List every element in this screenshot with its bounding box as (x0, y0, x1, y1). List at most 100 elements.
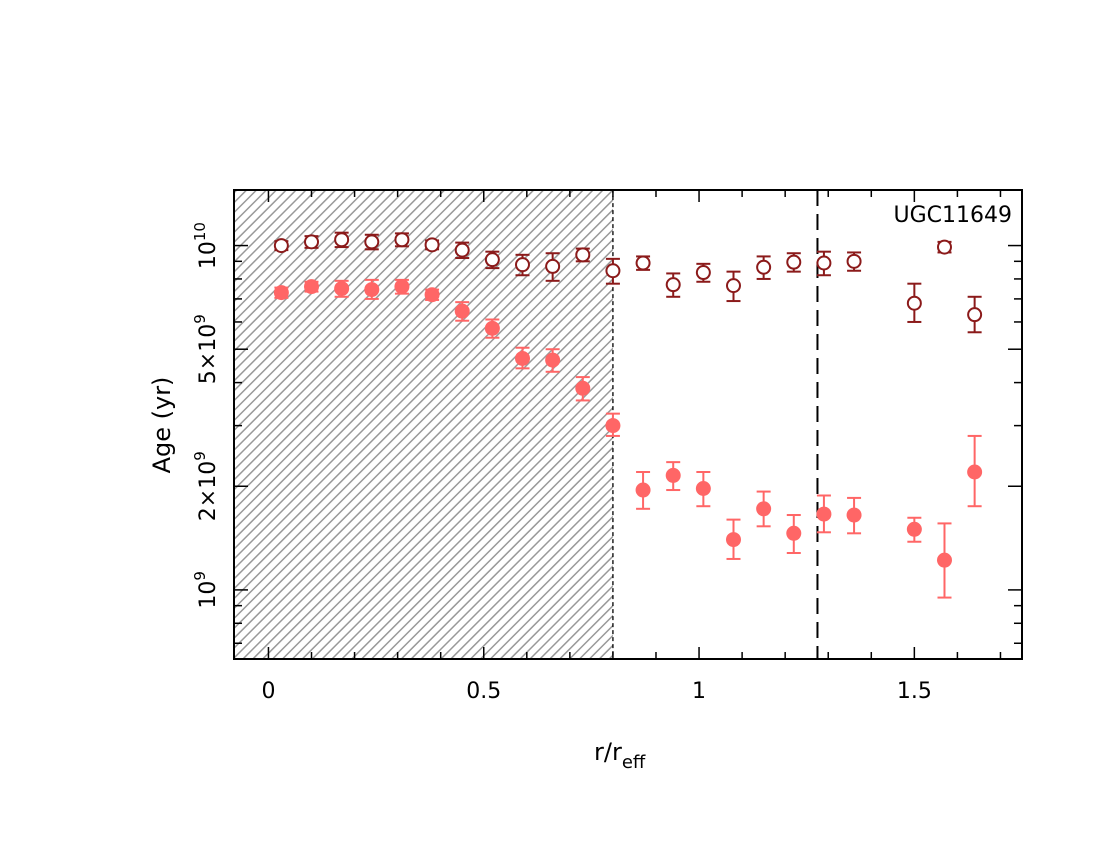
y-tick-label-exponent: 9 (191, 451, 209, 461)
data-point-open (364, 233, 380, 251)
data-point-filled (605, 412, 621, 437)
marker-filled-circle (665, 467, 681, 483)
marker-filled-circle (967, 464, 983, 480)
data-point-filled (786, 514, 802, 554)
data-point-open (515, 253, 531, 277)
marker-open-circle (515, 257, 531, 273)
marker-filled-circle (756, 501, 772, 517)
marker-open-circle (424, 237, 440, 253)
data-point-open (334, 231, 350, 249)
marker-filled-circle (635, 482, 651, 498)
marker-open-circle (816, 255, 832, 271)
marker-open-circle (665, 277, 681, 293)
marker-filled-circle (575, 380, 591, 396)
data-point-open (786, 252, 802, 273)
marker-open-circle (906, 295, 922, 311)
data-point-open (424, 237, 440, 253)
data-point-filled (906, 516, 922, 543)
marker-open-circle (545, 258, 561, 274)
y-tick-label-exponent: 10 (191, 222, 209, 241)
marker-open-circle (695, 265, 711, 281)
marker-filled-circle (695, 481, 711, 497)
marker-filled-circle (334, 281, 350, 297)
data-point-open (605, 257, 621, 285)
marker-open-circle (334, 232, 350, 248)
marker-open-circle (575, 247, 591, 263)
data-point-open (816, 250, 832, 277)
x-tick-label: 0 (261, 679, 275, 704)
marker-filled-circle (484, 320, 500, 336)
data-point-open (695, 262, 711, 283)
y-tick-label-exponent: 9 (191, 314, 209, 324)
marker-open-circle (605, 263, 621, 279)
data-point-filled (364, 278, 380, 300)
data-point-open (665, 272, 681, 298)
x-axis-label: r/reff (594, 738, 646, 773)
marker-open-circle (454, 242, 470, 258)
data-point-open (936, 239, 952, 255)
marker-open-circle (635, 255, 651, 271)
data-point-filled (334, 279, 350, 298)
data-point-filled (665, 461, 681, 492)
marker-filled-circle (273, 285, 289, 301)
marker-filled-circle (424, 287, 440, 303)
data-point-filled (725, 518, 741, 560)
y-tick-label: 5×109 (191, 314, 221, 384)
marker-filled-circle (454, 303, 470, 319)
data-point-filled (424, 287, 440, 303)
data-point-open (967, 295, 983, 334)
marker-open-circle (725, 278, 741, 294)
marker-open-circle (304, 234, 320, 250)
y-tick-label: 109 (191, 571, 221, 609)
data-point-open (575, 247, 591, 263)
data-point-open (454, 241, 470, 260)
x-axis-label-main: r/r (594, 738, 622, 766)
x-axis-label-subscript: eff (622, 752, 646, 773)
data-layer (273, 231, 983, 599)
marker-open-circle (364, 234, 380, 250)
x-tick-label: 1.5 (897, 679, 932, 704)
marker-open-circle (846, 253, 862, 269)
marker-open-circle (786, 254, 802, 270)
y-tick-label: 2×109 (191, 451, 221, 521)
data-point-filled (273, 285, 289, 301)
data-point-filled (454, 301, 470, 322)
data-point-open (635, 255, 651, 271)
marker-filled-circle (605, 418, 621, 434)
marker-open-circle (967, 307, 983, 323)
data-point-open (545, 252, 561, 282)
data-point-filled (304, 279, 320, 295)
marker-filled-circle (364, 282, 380, 298)
y-tick-label: 1010 (191, 222, 221, 269)
marker-filled-circle (846, 507, 862, 523)
marker-open-circle (756, 259, 772, 275)
data-point-filled (695, 470, 711, 508)
marker-open-circle (484, 252, 500, 268)
data-point-filled (545, 348, 561, 373)
data-point-filled (936, 522, 952, 599)
data-point-filled (484, 318, 500, 339)
data-point-open (394, 232, 410, 248)
marker-filled-circle (545, 352, 561, 368)
plot-frame (233, 189, 1023, 660)
data-point-filled (846, 496, 862, 535)
marker-filled-circle (725, 532, 741, 548)
x-tick-label: 1 (692, 679, 706, 704)
data-point-open (725, 270, 741, 303)
data-point-open (304, 234, 320, 250)
marker-open-circle (936, 239, 952, 255)
data-point-filled (575, 376, 591, 402)
data-point-filled (756, 490, 772, 528)
x-tick-label: 0.5 (466, 679, 501, 704)
y-axis-label: Age (yr) (148, 377, 176, 474)
marker-filled-circle (906, 521, 922, 537)
marker-filled-circle (786, 525, 802, 541)
data-point-filled (394, 278, 410, 295)
galaxy-annotation: UGC11649 (894, 203, 1013, 228)
data-point-open (484, 250, 500, 270)
marker-filled-circle (304, 279, 320, 295)
marker-filled-circle (394, 279, 410, 295)
